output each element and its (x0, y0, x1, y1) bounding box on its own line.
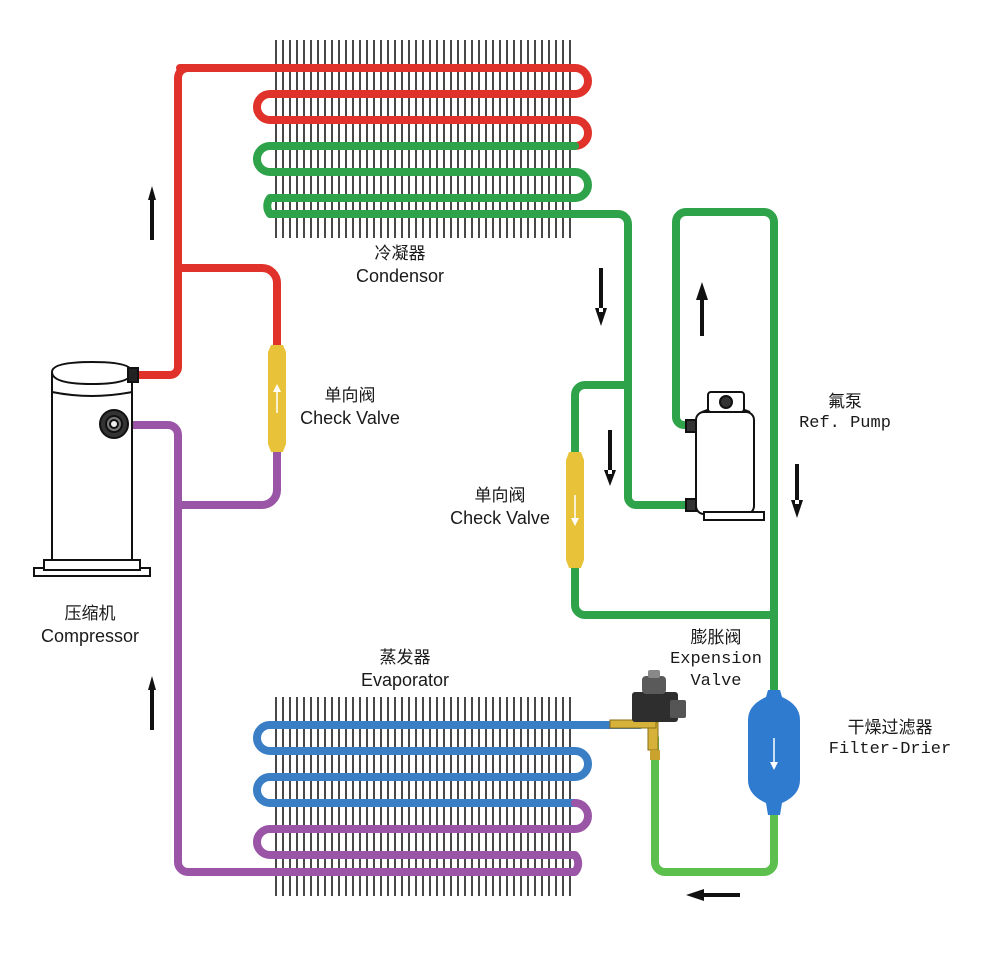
check-valve-icon (566, 452, 584, 568)
flow-arrow-icon (696, 282, 708, 336)
flow-arrow-icon (148, 186, 156, 240)
check-valve-icon (268, 345, 286, 452)
condenser-label: 冷凝器 Condensor (340, 244, 460, 288)
ref-pump-label: 氟泵 Ref. Pump (790, 392, 900, 435)
evaporator-label-en: Evaporator (360, 670, 450, 691)
expansion-valve-label-en2: Valve (690, 671, 742, 691)
evaporator-fins (275, 697, 571, 896)
check-valve-right-label: 单向阀 Check Valve (430, 486, 570, 530)
expansion-valve-label-cn: 膨胀阀 (690, 628, 742, 648)
condenser-label-en: Condensor (355, 266, 445, 287)
evaporator-coil (253, 721, 644, 876)
check-valve-left-label: 单向阀 Check Valve (280, 386, 420, 430)
flow-arrow-icon (686, 889, 740, 901)
liquid-line (571, 208, 778, 876)
discharge-line (132, 64, 281, 379)
evaporator-label: 蒸发器 Evaporator (345, 648, 465, 692)
flow-arrow-icon (595, 268, 607, 326)
expansion-valve-label-en1: Expension (670, 650, 762, 670)
flow-arrow-icon (791, 464, 803, 518)
check-valve-right-label-en: Check Valve (450, 508, 550, 529)
condenser-coil (176, 64, 632, 384)
flow-arrow-icon (604, 430, 616, 486)
ref-pump-label-en: Ref. Pump (799, 414, 891, 434)
filter-drier-label: 干燥过滤器 Filter-Drier (815, 718, 965, 761)
flow-arrows (148, 186, 803, 901)
compressor-label: 压缩机 Compressor (20, 604, 160, 648)
expansion-valve-icon (609, 670, 686, 760)
check-valve-left-label-en: Check Valve (300, 408, 400, 429)
filter-drier-label-en: Filter-Drier (828, 740, 952, 760)
evaporator-label-cn: 蒸发器 (379, 648, 431, 668)
suction-line (120, 421, 281, 876)
check-valve-right-label-cn: 单向阀 (474, 486, 526, 506)
ref-pump-label-cn: 氟泵 (828, 392, 862, 412)
condenser-label-cn: 冷凝器 (374, 244, 426, 264)
compressor-icon (33, 360, 151, 577)
expansion-valve-label: 膨胀阀 Expension Valve (656, 628, 776, 692)
flow-arrow-icon (148, 676, 156, 730)
condenser-fins (275, 40, 571, 238)
filter-drier-icon (748, 690, 800, 815)
compressor-label-cn: 压缩机 (64, 604, 116, 624)
filter-drier-label-cn: 干燥过滤器 (847, 718, 933, 738)
check-valve-left-label-cn: 单向阀 (324, 386, 376, 406)
compressor-label-en: Compressor (40, 626, 140, 647)
ref-pump-icon (685, 391, 765, 521)
